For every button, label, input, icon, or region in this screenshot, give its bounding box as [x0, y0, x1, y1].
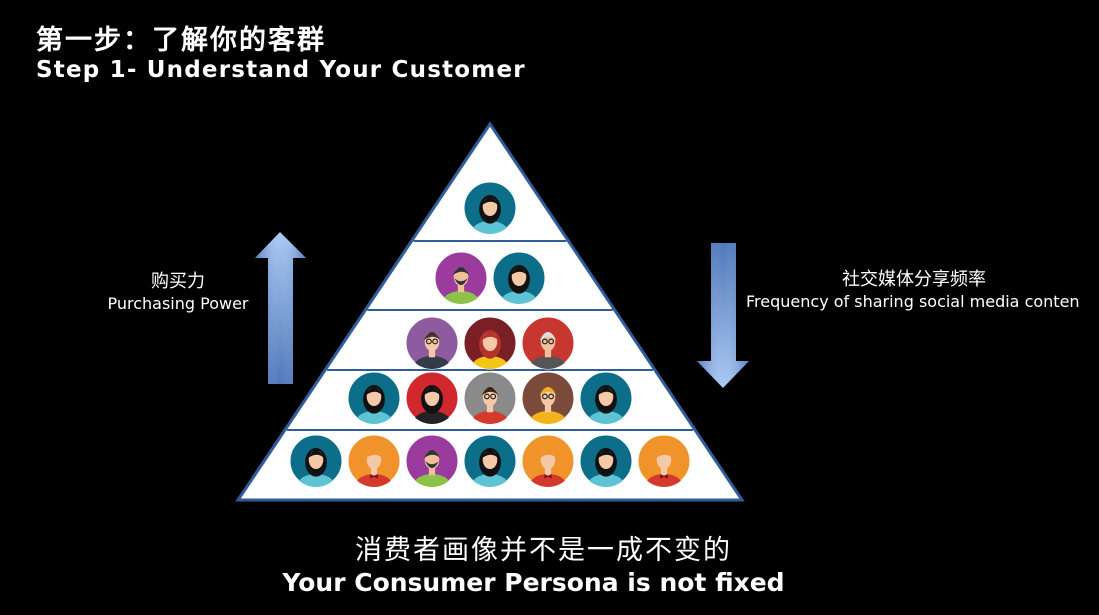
- person-avatar: [637, 434, 691, 488]
- person-avatar: [463, 434, 517, 488]
- person-avatar: [434, 251, 488, 305]
- footer-chinese: 消费者画像并不是一成不变的: [355, 535, 732, 566]
- purchasing-power-en: Purchasing Power: [107, 294, 249, 313]
- person-avatar: [405, 371, 459, 425]
- pyramid-people: [289, 181, 691, 488]
- person-avatar: [521, 316, 575, 370]
- person-avatar: [463, 316, 517, 370]
- sharing-frequency-cn: 社交媒体分享频率: [842, 269, 986, 290]
- person-avatar: [289, 434, 343, 488]
- sharing-frequency-label: 社交媒体分享频率 Frequency of sharing social med…: [746, 269, 1099, 313]
- purchasing-power-label: 购买力 Purchasing Power: [100, 271, 256, 315]
- person-avatar: [492, 251, 546, 305]
- down-arrow-icon: [697, 243, 749, 388]
- person-avatar: [463, 371, 517, 425]
- person-avatar: [347, 371, 401, 425]
- title-chinese: 第一步：了解你的客群: [36, 25, 326, 56]
- person-avatar: [347, 434, 401, 488]
- person-avatar: [521, 434, 575, 488]
- person-avatar: [405, 434, 459, 488]
- person-avatar: [521, 371, 575, 425]
- sharing-frequency-en: Frequency of sharing social media conten: [746, 292, 1080, 311]
- person-avatar: [579, 434, 633, 488]
- person-avatar: [463, 181, 517, 235]
- title-english: Step 1- Understand Your Customer: [36, 57, 526, 83]
- purchasing-power-cn: 购买力: [151, 271, 205, 292]
- person-avatar: [405, 316, 459, 370]
- person-avatar: [579, 371, 633, 425]
- pyramid-tier-dividers: [286, 240, 694, 431]
- footer-english: Your Consumer Persona is not fixed: [282, 568, 785, 597]
- up-arrow-icon: [255, 232, 306, 384]
